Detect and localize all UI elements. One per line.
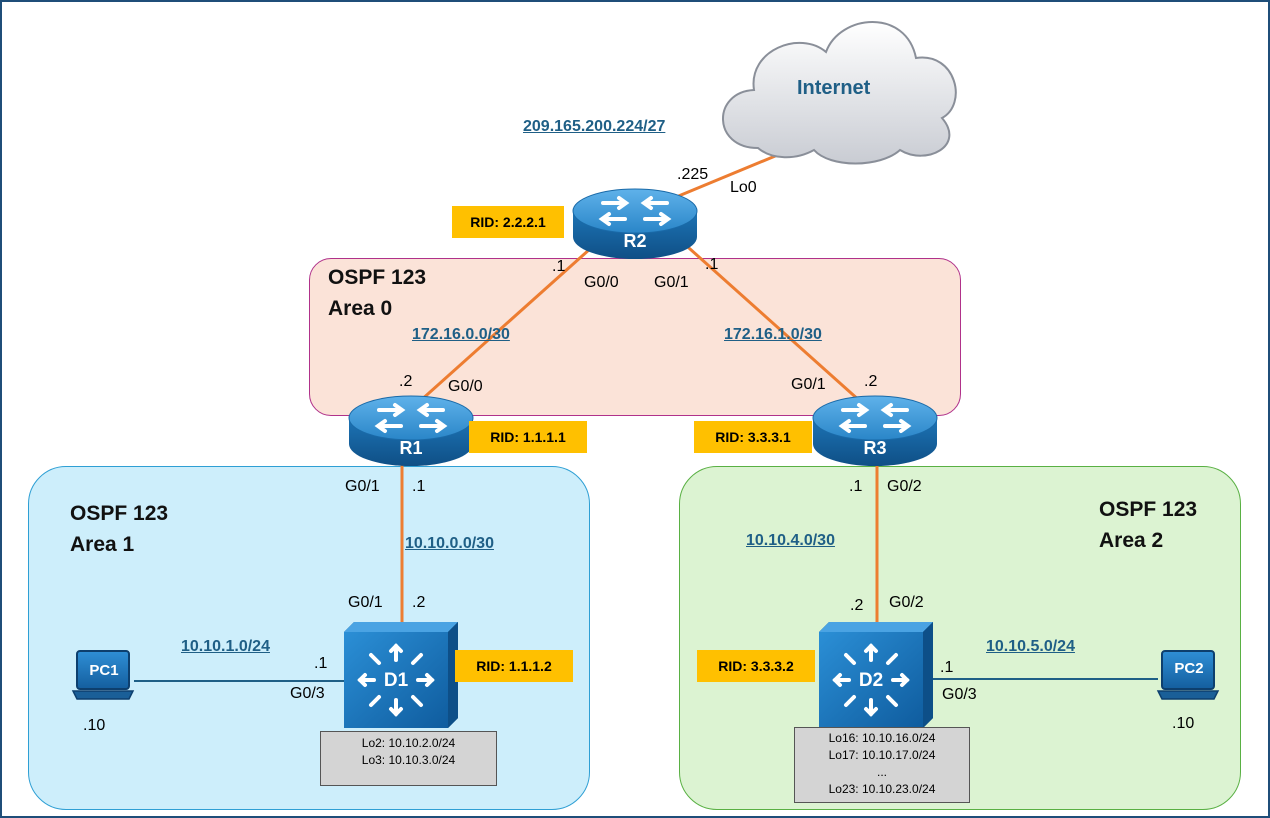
area-0-name: Area 0 — [328, 297, 393, 320]
r1-r2-network: 172.16.0.0/30 — [412, 326, 510, 343]
area-2-title: OSPF 123 Area 2 — [1099, 494, 1197, 556]
link-r2-r3 — [678, 238, 872, 412]
r2-rid-badge: RID: 2.2.2.1 — [452, 206, 564, 238]
r2-g01-interface: G0/1 — [654, 274, 689, 291]
r2-name: R2 — [623, 231, 647, 251]
r1-g01-address: .1 — [412, 478, 426, 495]
d1-g03-address: .1 — [314, 655, 328, 672]
d2-pc2-network: 10.10.5.0/24 — [986, 638, 1075, 655]
d2-rid-badge: RID: 3.3.3.2 — [697, 650, 815, 682]
r2-lo0-address: .225 — [677, 166, 709, 183]
area-0-title: OSPF 123 Area 0 — [328, 262, 426, 324]
r1-name: R1 — [399, 438, 423, 458]
d2-loopback-item: Lo23: 10.10.23.0/24 — [828, 782, 936, 796]
d2-loopback-item: ... — [876, 765, 887, 779]
d2-g02-address: .2 — [850, 597, 864, 614]
d2-loopback-item: Lo17: 10.10.17.0/24 — [828, 748, 936, 762]
r3-name: R3 — [863, 438, 887, 458]
r2-g00-address: .1 — [552, 258, 566, 275]
d1-rid-badge: RID: 1.1.1.2 — [455, 650, 573, 682]
d1-g01-address: .2 — [412, 594, 426, 611]
r3-d2-network: 10.10.4.0/30 — [746, 532, 835, 549]
r1-g00-interface: G0/0 — [448, 378, 483, 395]
area-0-region — [309, 258, 961, 416]
r3-g02-address: .1 — [849, 478, 863, 495]
d2-loopback-list: Lo16: 10.10.16.0/24 Lo17: 10.10.17.0/24 … — [794, 727, 970, 803]
d1-loopback-item: Lo2: 10.10.2.0/24 — [361, 736, 456, 750]
link-r1-r2 — [408, 238, 602, 412]
r1-g00-address: .2 — [399, 373, 413, 390]
pc2-name: PC2 — [1174, 660, 1204, 677]
area-0-process: OSPF 123 — [328, 266, 427, 289]
r3-g01-interface: G0/1 — [791, 376, 826, 393]
r2-lo0-interface: Lo0 — [730, 179, 757, 196]
area-1-title: OSPF 123 Area 1 — [70, 498, 168, 560]
r3-g01-address: .2 — [864, 373, 878, 390]
r2-g00-interface: G0/0 — [584, 274, 619, 291]
d2-loopback-item: Lo16: 10.10.16.0/24 — [828, 731, 936, 745]
pc1-host-address: .10 — [83, 717, 106, 734]
d1-loopback-list: Lo2: 10.10.2.0/24 Lo3: 10.10.3.0/24 — [320, 731, 497, 786]
r2-g01-address: .1 — [705, 256, 719, 273]
d1-g03-interface: G0/3 — [290, 685, 325, 702]
d1-pc1-network: 10.10.1.0/24 — [181, 638, 270, 655]
area-2-name: Area 2 — [1099, 529, 1164, 552]
pc2-host-address: .10 — [1172, 715, 1195, 732]
d2-g03-address: .1 — [940, 659, 954, 676]
r3-g02-interface: G0/2 — [887, 478, 922, 495]
r2-r3-network: 172.16.1.0/30 — [724, 326, 822, 343]
r1-rid-badge: RID: 1.1.1.1 — [469, 421, 587, 453]
pc1-name: PC1 — [89, 662, 119, 679]
d1-loopback-item: Lo3: 10.10.3.0/24 — [361, 753, 456, 767]
r1-g01-interface: G0/1 — [345, 478, 380, 495]
d2-name: D2 — [858, 670, 884, 691]
r3-rid-badge: RID: 3.3.3.1 — [694, 421, 812, 453]
area-1-name: Area 1 — [70, 533, 135, 556]
d1-g01-interface: G0/1 — [348, 594, 383, 611]
d1-name: D1 — [383, 670, 409, 691]
d2-g02-interface: G0/2 — [889, 594, 924, 611]
area-1-process: OSPF 123 — [70, 502, 169, 525]
area-2-process: OSPF 123 — [1099, 498, 1198, 521]
internet-label: Internet — [797, 77, 871, 99]
internet-cloud-icon — [722, 21, 957, 165]
internet-network: 209.165.200.224/27 — [523, 118, 666, 135]
r1-d1-network: 10.10.0.0/30 — [405, 535, 494, 552]
d2-g03-interface: G0/3 — [942, 686, 977, 703]
